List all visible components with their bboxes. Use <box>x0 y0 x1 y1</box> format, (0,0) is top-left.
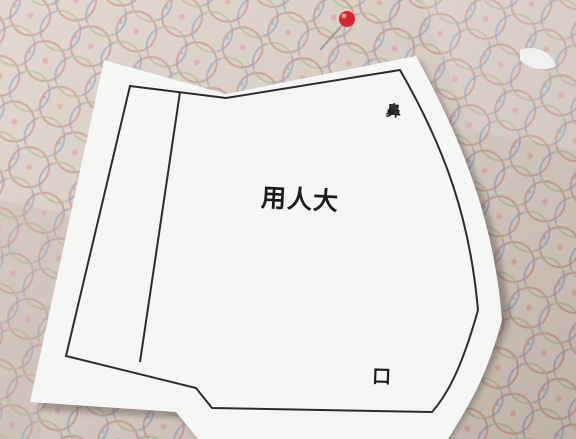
pattern-outline <box>64 68 480 414</box>
fabric-tab <box>520 47 556 70</box>
mouth-label: 口 <box>371 365 392 389</box>
seam-allowance-line <box>139 91 181 363</box>
pin-highlight <box>341 13 347 19</box>
pin-head <box>339 11 355 27</box>
size-label: 用人大 <box>260 182 340 217</box>
fabric-fold <box>0 200 70 439</box>
paper-pattern-piece <box>30 56 502 439</box>
fabric-fold-top <box>420 0 576 150</box>
nose-label: 鼻 <box>385 101 402 121</box>
